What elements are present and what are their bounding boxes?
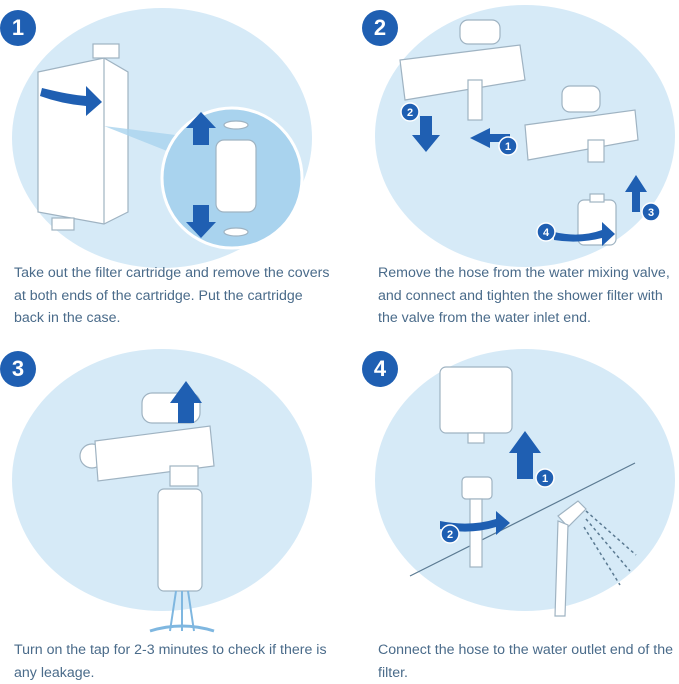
water-stream (169, 590, 195, 632)
marker-4 (536, 222, 556, 242)
step-2-illustration: 1 2 3 4 (399, 19, 661, 246)
shower-handle (554, 500, 587, 617)
rotate-arrow-icon (554, 222, 615, 246)
step-2-panel: 1 2 3 4 2 Remove the hose from the water… (340, 0, 679, 341)
marker-1 (535, 468, 555, 488)
step-4-caption: Connect the hose to the water outlet end… (378, 642, 673, 681)
filter-bottom (439, 366, 513, 444)
filter-body (157, 488, 203, 592)
arrow-up-icon (186, 112, 216, 145)
marker-2 (400, 102, 420, 122)
cartridge (215, 120, 257, 237)
step-2-badge: 2 (362, 10, 398, 46)
marker-3 (641, 202, 661, 222)
arrow-down-icon (412, 116, 440, 152)
arrow-up-icon (170, 381, 202, 423)
step-1-illustration (37, 43, 304, 250)
step-1-badge: 1 (0, 10, 36, 46)
step-3-badge: 3 (0, 351, 36, 387)
marker-4-label: 4 (543, 227, 550, 239)
step-1-panel: 1 Take out the filter cartridge and remo… (0, 0, 339, 341)
water-spray (583, 510, 637, 586)
step-2-markers: 1 2 3 4 (400, 102, 661, 242)
mixing-valve-top (399, 19, 526, 121)
arrow-up-icon (509, 431, 541, 479)
marker-1-label: 1 (542, 473, 548, 485)
step-4-background-circle (375, 349, 675, 611)
step-4-illustration: 1 2 (409, 366, 637, 617)
step-2-caption: Remove the hose from the water mixing va… (378, 265, 670, 326)
marker-1-label: 1 (505, 141, 511, 153)
mixing-valve-right (524, 85, 639, 163)
step-4-panel: 1 2 4 Connect the hose to the water outl… (340, 341, 679, 682)
arrow-left-icon (470, 128, 510, 148)
step-4-badge: 4 (362, 351, 398, 387)
marker-2 (440, 524, 460, 544)
arrow-up-icon (625, 175, 647, 212)
marker-2-label: 2 (407, 107, 413, 119)
filter-housing (37, 43, 129, 231)
step-4-markers: 1 2 (440, 468, 555, 544)
marker-3-label: 3 (648, 207, 654, 219)
step-3-caption: Turn on the tap for 2-3 minutes to check… (14, 642, 327, 681)
hose-connector (461, 476, 493, 568)
wall-line (409, 462, 636, 577)
step-1-caption: Take out the filter cartridge and remove… (14, 265, 330, 326)
step-3-panel: 3 Turn on the tap for 2-3 minutes to che… (0, 341, 339, 682)
step-3-illustration (79, 381, 215, 633)
arrow-down-icon (186, 205, 216, 238)
rotate-arrow-icon (40, 86, 102, 116)
water-splash (149, 624, 215, 633)
marker-2-label: 2 (447, 529, 453, 541)
marker-1 (498, 136, 518, 156)
